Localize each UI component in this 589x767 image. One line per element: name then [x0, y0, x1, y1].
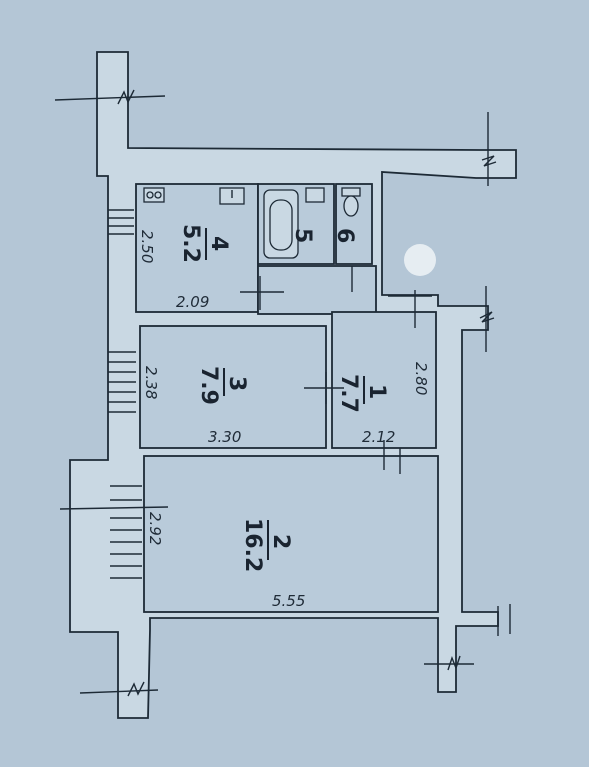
window-hatch-room3	[108, 351, 136, 413]
corridor	[257, 265, 377, 315]
room-3-area: 7.9	[196, 366, 221, 405]
room-6-number: 6	[332, 228, 357, 243]
room-3-number: 3	[224, 376, 249, 391]
room-4-kitchen	[135, 183, 259, 313]
bathtub-icon	[263, 189, 299, 259]
toilet-icon	[341, 187, 361, 217]
room-2-number: 2	[268, 534, 293, 549]
window-hatch-kitchen	[108, 209, 134, 235]
room3-width-dim: 3.30	[208, 428, 241, 446]
room-1-label: 1 7.7	[336, 374, 389, 413]
room2-width-dim: 5.55	[272, 592, 305, 610]
room-2-label: 2 16.2	[240, 518, 293, 572]
room-3-label: 3 7.9	[196, 366, 249, 405]
room-2	[143, 455, 439, 613]
sink-icon	[219, 187, 245, 205]
room-5-label: 5	[290, 228, 315, 243]
wall-break-marks	[54, 89, 511, 697]
room-4-number: 4	[206, 236, 231, 251]
room-5-number: 5	[290, 228, 315, 243]
window-hatch-room2	[110, 485, 142, 579]
room-4-area: 5.2	[178, 224, 203, 263]
room3-depth-dim: 2.38	[142, 366, 160, 399]
room-4-label: 4 5.2	[178, 224, 231, 263]
kitchen-depth-dim: 2.50	[138, 230, 156, 263]
room-2-area: 16.2	[240, 518, 265, 572]
stove-icon	[143, 187, 165, 203]
hall-width-dim: 2.12	[362, 428, 395, 446]
kitchen-width-dim: 2.09	[176, 293, 209, 311]
room-3	[139, 325, 327, 449]
room-1-number: 1	[364, 384, 389, 399]
room-6-label: 6	[332, 228, 357, 243]
room-1-hall	[331, 311, 437, 449]
bath-sink-icon	[305, 187, 325, 203]
glare-spot	[404, 244, 436, 276]
room2-depth-dim: 2.92	[146, 512, 164, 545]
hall-depth-dim: 2.80	[412, 362, 430, 395]
door-marks	[240, 266, 432, 474]
room-1-area: 7.7	[336, 374, 361, 413]
